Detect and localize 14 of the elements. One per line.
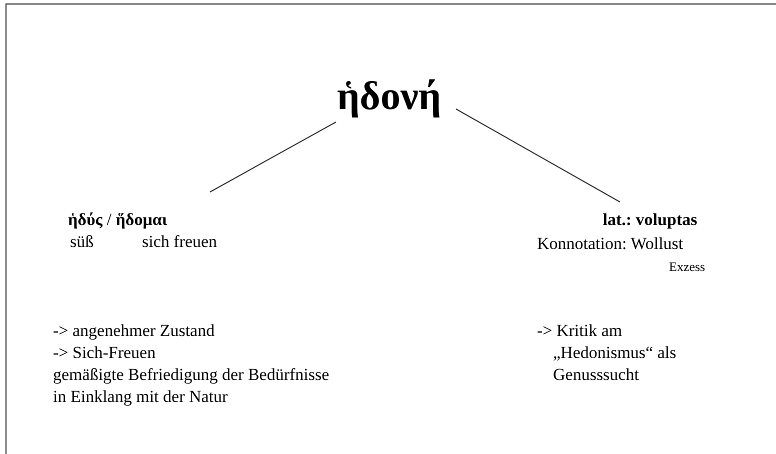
translation: sich freuen [142,232,218,252]
connotation: Konnotation: Wollust [537,234,684,254]
note: in Einklang mit der Natur [53,386,228,408]
connector-line [210,122,336,192]
latin-term: lat.: voluptas [602,210,698,230]
connector-line [456,108,620,202]
greek-words: ἡδύς / ἥδομαι [68,210,168,230]
bullet-point: -> Sich-Freuen [53,342,156,364]
bullet-point: -> angenehmer Zustand [53,320,215,342]
translation: süß [70,232,94,252]
note: gemäßigte Befriedigung der Bedürfnisse [53,364,330,386]
note: Exzess [669,259,706,275]
bullet-point: -> Kritik am „Hedonismus“ als Genusssucht [537,320,678,386]
title-word: ἡδονή [336,72,442,120]
